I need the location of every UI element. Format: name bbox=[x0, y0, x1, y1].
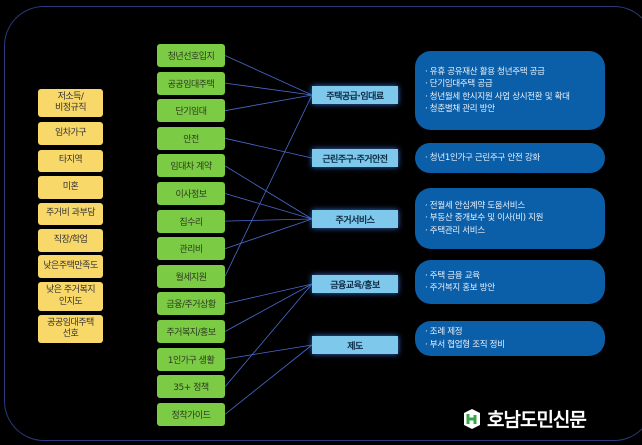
need-box: 안전 bbox=[157, 126, 225, 150]
connector-line bbox=[224, 94, 313, 277]
connector-line bbox=[224, 82, 313, 96]
policy-panel: · 청년1인가구 근린주구 안전 강화 bbox=[415, 143, 605, 173]
target-box: 낮은 주거복지 인지도 bbox=[38, 282, 103, 311]
target-box: 타지역 bbox=[38, 150, 103, 172]
connector-line bbox=[224, 283, 313, 332]
target-box: 저소득/ 비정규직 bbox=[38, 89, 103, 117]
policy-item: · 조례 제정 bbox=[425, 327, 463, 338]
policy-item: · 유휴 공유재산 활용 청년주택 공급 bbox=[425, 66, 545, 77]
policy-panel: · 주택 금융 교육 · 주거복지 홍보 방안 bbox=[415, 260, 605, 304]
policy-item: · 청춘별채 관리 방안 bbox=[425, 103, 495, 114]
connector-line bbox=[224, 137, 313, 159]
target-box: 미혼 bbox=[38, 176, 103, 199]
policy-panel: · 전월세 안심계약 도움서비스· 부동산 중개보수 및 이사(비) 지원· 주… bbox=[415, 188, 605, 249]
connector-line bbox=[224, 218, 313, 222]
connector-line bbox=[224, 283, 313, 305]
need-box: 금융/주거상황 bbox=[157, 292, 225, 316]
need-box: 이사정보 bbox=[157, 182, 225, 205]
policy-item: · 주택 금융 교육 bbox=[425, 270, 480, 281]
need-box: 1인가구 생활 bbox=[157, 347, 225, 371]
logo-text: 호남도민신문 bbox=[487, 409, 587, 431]
need-box: 집수리 bbox=[157, 209, 225, 233]
policy-item: · 단기임대주택 공급 bbox=[425, 79, 493, 90]
policy-item: · 청년월세 한시지원 사업 상시전환 및 확대 bbox=[425, 91, 570, 102]
category-label: 제도 bbox=[312, 336, 398, 354]
target-box: 낮은주택만족도 bbox=[38, 255, 103, 278]
need-box: 월세지원 bbox=[157, 264, 225, 288]
need-box: 청년선호입지 bbox=[157, 44, 225, 67]
policy-item: · 주택관리 서비스 bbox=[425, 225, 485, 236]
policy-item: · 전월세 안심계약 도움서비스 bbox=[425, 201, 525, 212]
need-box: 35+ 정책 bbox=[157, 375, 225, 399]
logo-icon bbox=[464, 408, 480, 429]
target-box: 임차가구 bbox=[38, 122, 103, 145]
connector-line bbox=[224, 283, 313, 387]
policy-item: · 주거복지 홍보 방안 bbox=[425, 283, 495, 293]
connector-line bbox=[224, 344, 313, 415]
connector-line bbox=[224, 94, 313, 112]
policy-panel: · 조례 제정· 부서 협업형 조직 정비 bbox=[415, 321, 605, 356]
target-box: 주거비 과부담 bbox=[38, 203, 103, 225]
connector-line bbox=[224, 218, 313, 250]
need-box: 단기임대 bbox=[157, 99, 225, 123]
connector-line bbox=[224, 55, 313, 96]
need-box: 관리비 bbox=[157, 237, 225, 261]
diagram-frame bbox=[4, 6, 642, 441]
category-label: 금융교육/홍보 bbox=[312, 275, 398, 293]
policy-item: · 청년1인가구 근린주구 안전 강화 bbox=[425, 152, 540, 163]
target-box: 공공임대주택 선호 bbox=[38, 315, 103, 343]
policy-item: · 부동산 중개보수 및 이사(비) 지원 bbox=[425, 213, 544, 224]
policy-panel: · 유휴 공유재산 활용 청년주택 공급 · 단기임대주택 공급· 청년월세 한시… bbox=[415, 51, 605, 130]
category-label: 주거서비스 bbox=[312, 210, 398, 228]
need-box: 공공임대주택 bbox=[157, 71, 225, 95]
target-box: 직장/학업 bbox=[38, 229, 103, 252]
need-box: 정착가이드 bbox=[157, 402, 225, 426]
connector-line bbox=[224, 193, 313, 220]
need-box: 주거복지/홍보 bbox=[157, 320, 225, 343]
connector-line bbox=[224, 165, 313, 220]
category-label: 주택공급·임대료 bbox=[312, 86, 398, 104]
connector-line bbox=[224, 344, 313, 360]
newspaper-logo: 호남도민신문 bbox=[461, 405, 587, 432]
need-box: 임대차 계약 bbox=[157, 154, 225, 178]
category-label: 근린주구·주거안전 bbox=[312, 149, 398, 167]
policy-item: · 부서 협업형 조직 정비 bbox=[425, 339, 505, 350]
